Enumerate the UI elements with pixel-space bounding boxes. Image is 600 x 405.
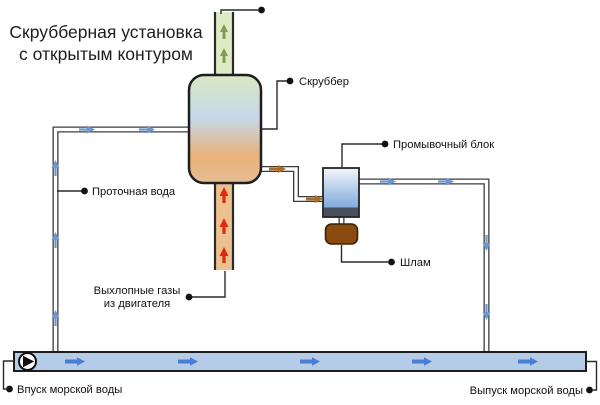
exhaust-label-line2: из двигателя — [104, 298, 170, 310]
label-dots — [6, 6, 593, 394]
dirty-water-arrows — [269, 165, 323, 203]
flowing-water-label: Проточная вода — [92, 186, 176, 198]
washing-block-label: Промывочный блок — [393, 139, 494, 151]
channel-flow-arrows — [65, 357, 538, 366]
sea-outlet-label: Выпуск морской воды — [470, 385, 583, 397]
sea-inlet-label: Впуск морской воды — [17, 384, 122, 396]
chimney-pipe — [213, 12, 235, 77]
sludge-label: Шлам — [400, 257, 431, 269]
washing-block — [322, 167, 360, 218]
diagram-title-line1: Скрубберная установка — [9, 22, 202, 42]
water-flow-arrows — [51, 125, 491, 326]
scrubber-vessel — [187, 73, 263, 185]
diagram-title-line2: с открытым контуром — [19, 44, 193, 64]
exhaust-label-line1: Выхлопные газы — [94, 285, 181, 297]
scrubber-label: Скруббер — [299, 76, 349, 88]
discharge-pipe — [359, 178, 490, 352]
label-leaders — [2, 9, 598, 391]
sludge-tank — [324, 223, 359, 245]
scrubber-to-block-pipe — [261, 166, 323, 202]
pump-icon — [18, 352, 37, 371]
left-water-pipe — [52, 126, 189, 352]
